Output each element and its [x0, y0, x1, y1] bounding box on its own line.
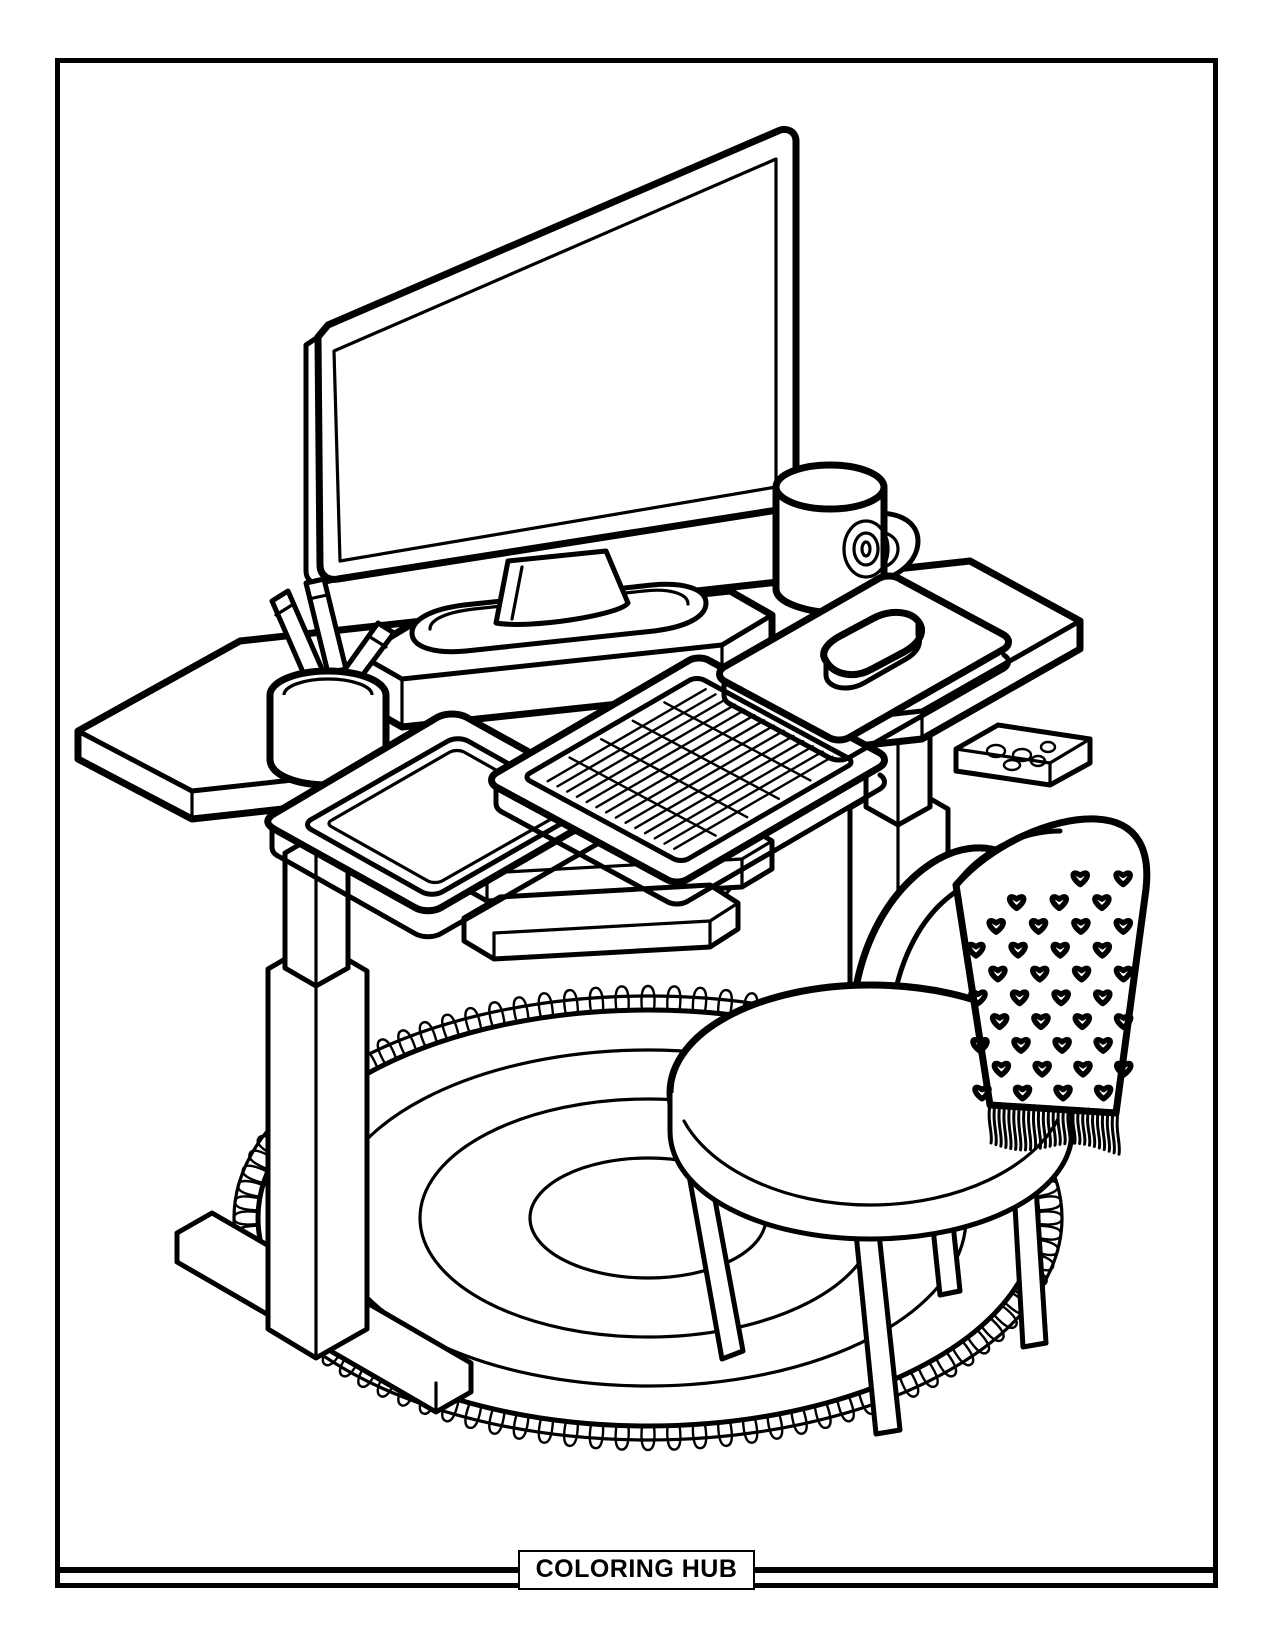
artwork-area: [60, 63, 1213, 1503]
brand-label: COLORING HUB: [535, 1555, 738, 1583]
pencil-2-tip-line: [307, 593, 329, 601]
chair-seat-side: [667, 1090, 1075, 1242]
chair-seat-edge-line: [682, 1117, 1060, 1207]
stand-neck: [493, 548, 631, 627]
mug-rim: [772, 461, 888, 513]
footer-rule-left: [55, 1567, 518, 1573]
monitor-stand: [409, 548, 709, 655]
heart-blanket: [952, 815, 1151, 1156]
blanket-fringe: [987, 1101, 1121, 1156]
mug-spiral-decoration: [842, 519, 890, 579]
mousepad-assembly: [716, 572, 1012, 763]
desk-corner-left: [76, 757, 194, 821]
monitor-screen-front: [314, 125, 800, 583]
pencil-1-tip-line: [274, 603, 294, 617]
keyboard-side: [493, 772, 887, 907]
monitor-top-bevel: [326, 129, 780, 327]
footer-rule-right: [755, 1567, 1219, 1573]
blanket-fold-line: [953, 828, 1063, 888]
pencil-cup-assembly: [266, 576, 397, 789]
mousepad-side: [721, 652, 1011, 763]
keyboard-keys[interactable]: [546, 688, 834, 850]
pencil-3-tip-line: [368, 635, 388, 649]
mouse-side: [823, 618, 922, 691]
coffee-mug: [772, 461, 921, 617]
control-panel-buttons[interactable]: [985, 740, 1057, 772]
footer-brand-bar: COLORING HUB: [55, 1540, 1219, 1600]
monitor: [303, 125, 800, 586]
riser-top-edge: [357, 612, 775, 682]
line-art-illustration: [74, 125, 1151, 1452]
desk-control-panel[interactable]: [953, 722, 1093, 788]
monitor-corner-top: [304, 335, 320, 347]
blanket-heart-pattern: [966, 870, 1134, 1102]
desk-left-leg: [265, 832, 370, 1361]
stand-neck-line: [510, 565, 524, 621]
office-chair: [666, 844, 1076, 1437]
brand-box: COLORING HUB: [517, 1550, 756, 1590]
